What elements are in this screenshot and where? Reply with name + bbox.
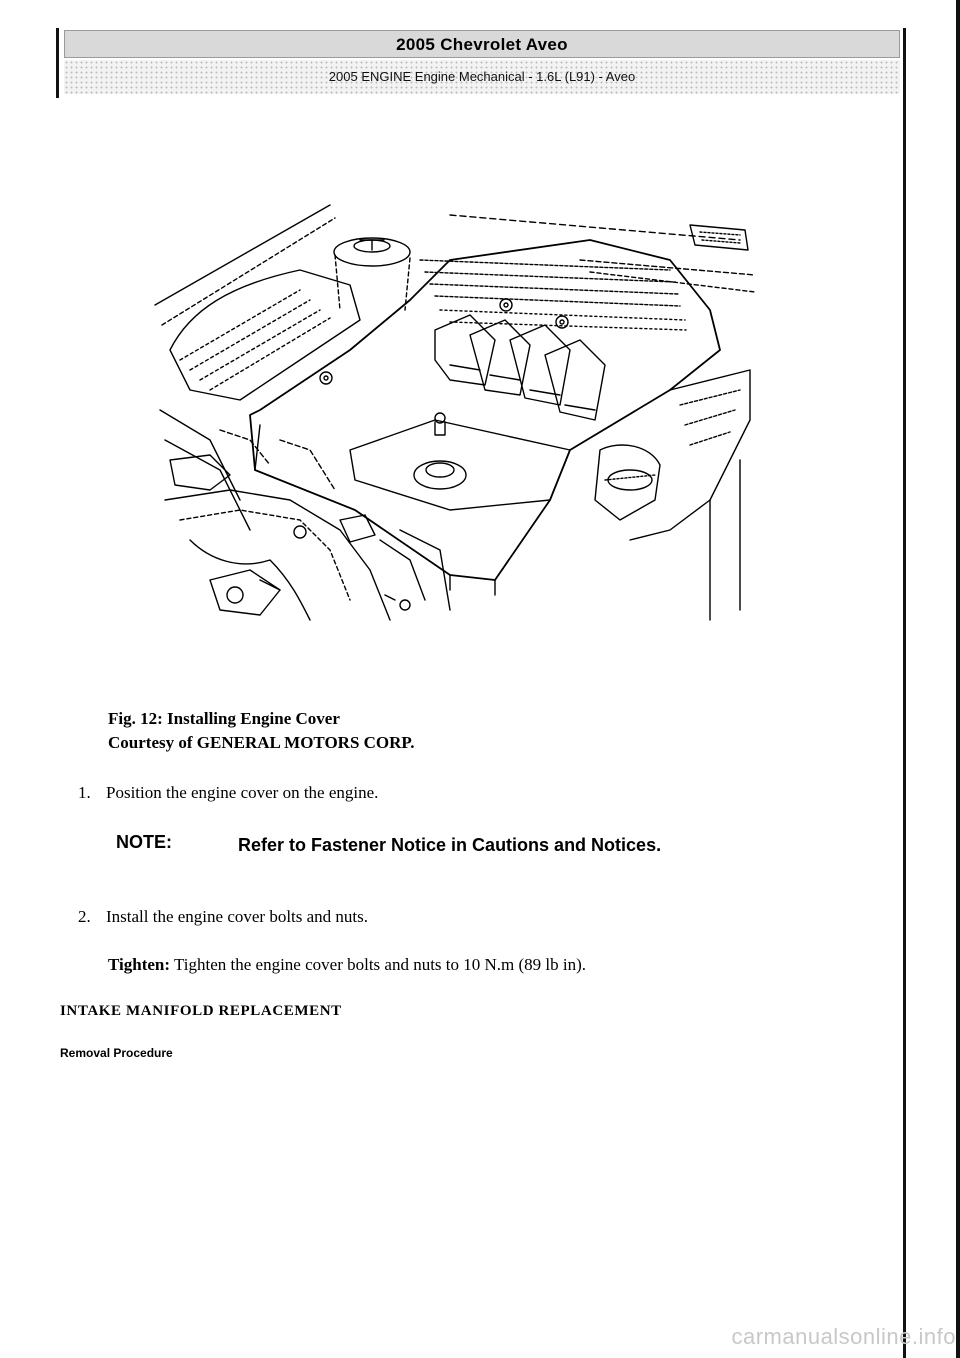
step-1-number: 1. (78, 783, 91, 802)
left-border-top (56, 28, 59, 98)
right-border (903, 28, 906, 1358)
tighten-label: Tighten: (108, 955, 171, 974)
section-title: INTAKE MANIFOLD REPLACEMENT (60, 1003, 342, 1019)
subsection-title: Removal Procedure (60, 1046, 173, 1060)
figure-caption-credit: Courtesy of GENERAL MOTORS CORP. (108, 733, 415, 752)
bottom-border (956, 0, 960, 1358)
document-title: 2005 Chevrolet Aveo (64, 30, 900, 58)
engine-cover-illustration (154, 204, 756, 621)
step-2-number: 2. (78, 907, 91, 926)
figure-caption-title: Fig. 12: Installing Engine Cover (108, 709, 340, 728)
tighten-text: Tighten the engine cover bolts and nuts … (170, 955, 587, 974)
document-subtitle: 2005 ENGINE Engine Mechanical - 1.6L (L9… (64, 60, 900, 94)
step-2-text: Install the engine cover bolts and nuts. (106, 907, 369, 926)
note-label: NOTE: (116, 832, 172, 852)
step-1-text: Position the engine cover on the engine. (106, 783, 379, 802)
tighten-instruction: Tighten: Tighten the engine cover bolts … (108, 955, 586, 975)
watermark: carmanualsonline.info (731, 1324, 956, 1349)
note-text: Refer to Fastener Notice in Cautions and… (238, 835, 662, 855)
